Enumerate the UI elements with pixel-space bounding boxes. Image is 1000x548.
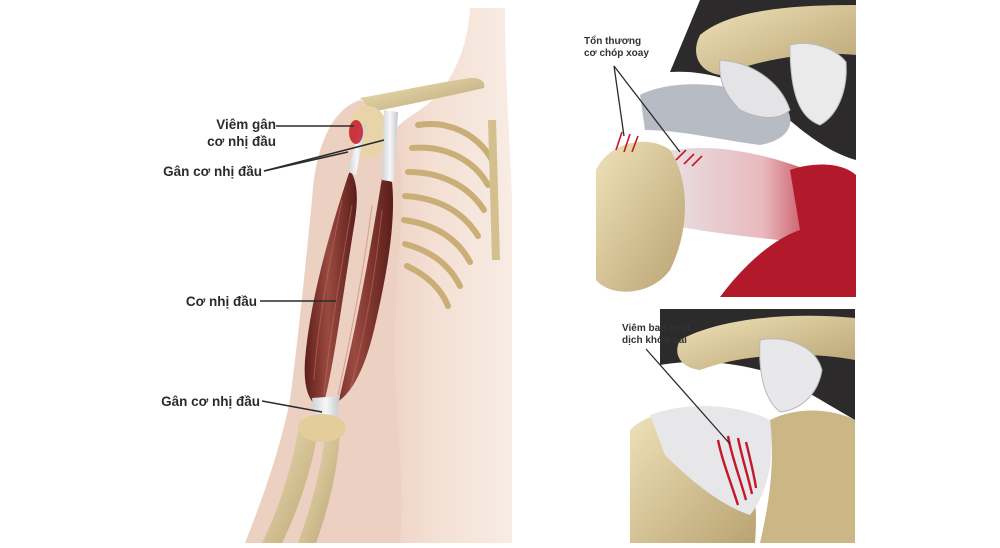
label-synovitis-line2: dịch khớp vai xyxy=(622,335,687,346)
rotator-cuff-panel xyxy=(594,0,856,297)
label-biceps-tendon-lower: Gân cơ nhị đầu xyxy=(161,394,260,409)
top-humeral-head xyxy=(596,141,685,292)
label-biceps-muscle: Cơ nhị đầu xyxy=(185,294,257,309)
upper-tendon-short xyxy=(382,110,398,182)
biceps-short-head xyxy=(322,178,394,410)
radius xyxy=(298,425,340,543)
label-bicipital-tendinitis-line2: cơ nhị đầu xyxy=(207,134,276,149)
label-rotator-line1: Tổn thương xyxy=(584,36,642,47)
rib-cage xyxy=(401,121,495,309)
arm-anatomy xyxy=(245,8,512,543)
biceps-long-head xyxy=(304,170,357,408)
ulna xyxy=(262,420,318,543)
clavicle xyxy=(360,77,485,112)
inflamed-tendon-spot xyxy=(349,120,363,144)
label-shoulder-synovitis: Viêm bao hoạt dịch khớp vai xyxy=(622,323,690,347)
synovitis-panel xyxy=(615,309,855,543)
left-leader-lines xyxy=(260,125,385,413)
acromion xyxy=(696,5,856,75)
synovitis-inflammation xyxy=(716,435,758,506)
label-rotator-cuff-injury: Tổn thương cơ chóp xoay xyxy=(584,36,649,60)
label-rotator-line2: cơ chóp xoay xyxy=(584,48,649,59)
synovitis-leader-line xyxy=(645,348,731,445)
elbow-joint xyxy=(298,414,346,442)
label-bicipital-tendinitis-line1: Viêm gân xyxy=(216,117,276,132)
label-bicipital-tendinitis: Viêm gân cơ nhị đầu xyxy=(207,116,276,150)
label-synovitis-line1: Viêm bao hoạt xyxy=(622,323,691,334)
label-biceps-tendon-upper: Gân cơ nhị đầu xyxy=(163,164,262,179)
rotator-tear xyxy=(615,131,703,167)
sternum xyxy=(488,120,500,260)
rotator-leader-lines xyxy=(613,65,681,153)
